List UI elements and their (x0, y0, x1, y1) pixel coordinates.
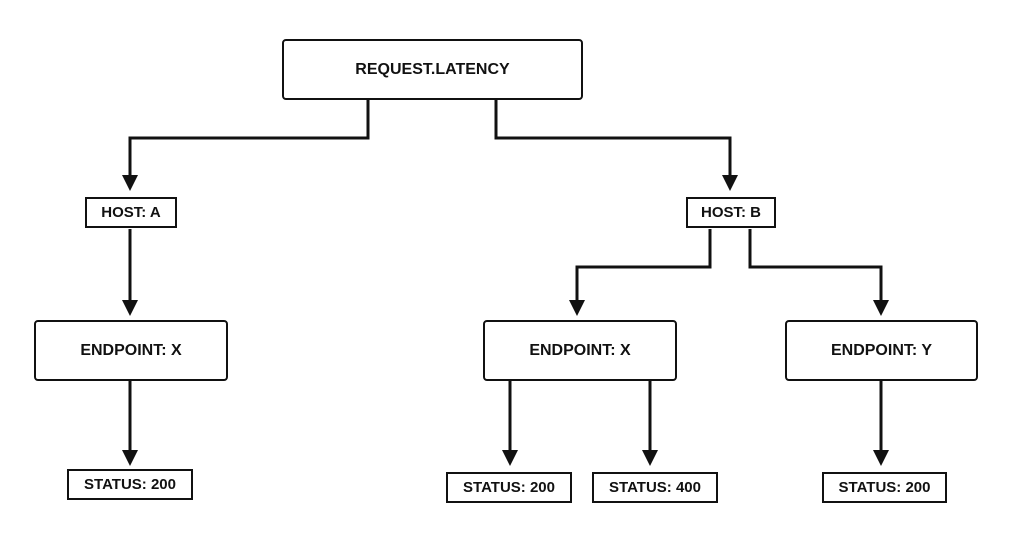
edge-root-to-host-b (494, 100, 738, 191)
host-b-endpoint-y-node: ENDPOINT: Y (785, 320, 978, 381)
host-b-endpoint-y-status-200-node: STATUS: 200 (822, 472, 947, 503)
edge-host-b-to-endpoint-y (748, 229, 889, 316)
host-b-endpoint-x-status-200-node: STATUS: 200 (446, 472, 572, 503)
host-a-node: HOST: A (85, 197, 177, 228)
root-node: REQUEST.LATENCY (282, 39, 583, 100)
host-b-node: HOST: B (686, 197, 776, 228)
edge-root-to-host-a (122, 100, 370, 191)
host-b-endpoint-x-node: ENDPOINT: X (483, 320, 677, 381)
edge-host-b-to-endpoint-x (569, 229, 712, 316)
host-a-endpoint-x-node: ENDPOINT: X (34, 320, 228, 381)
host-b-endpoint-x-status-400-node: STATUS: 400 (592, 472, 718, 503)
host-a-endpoint-x-status-200-node: STATUS: 200 (67, 469, 193, 500)
